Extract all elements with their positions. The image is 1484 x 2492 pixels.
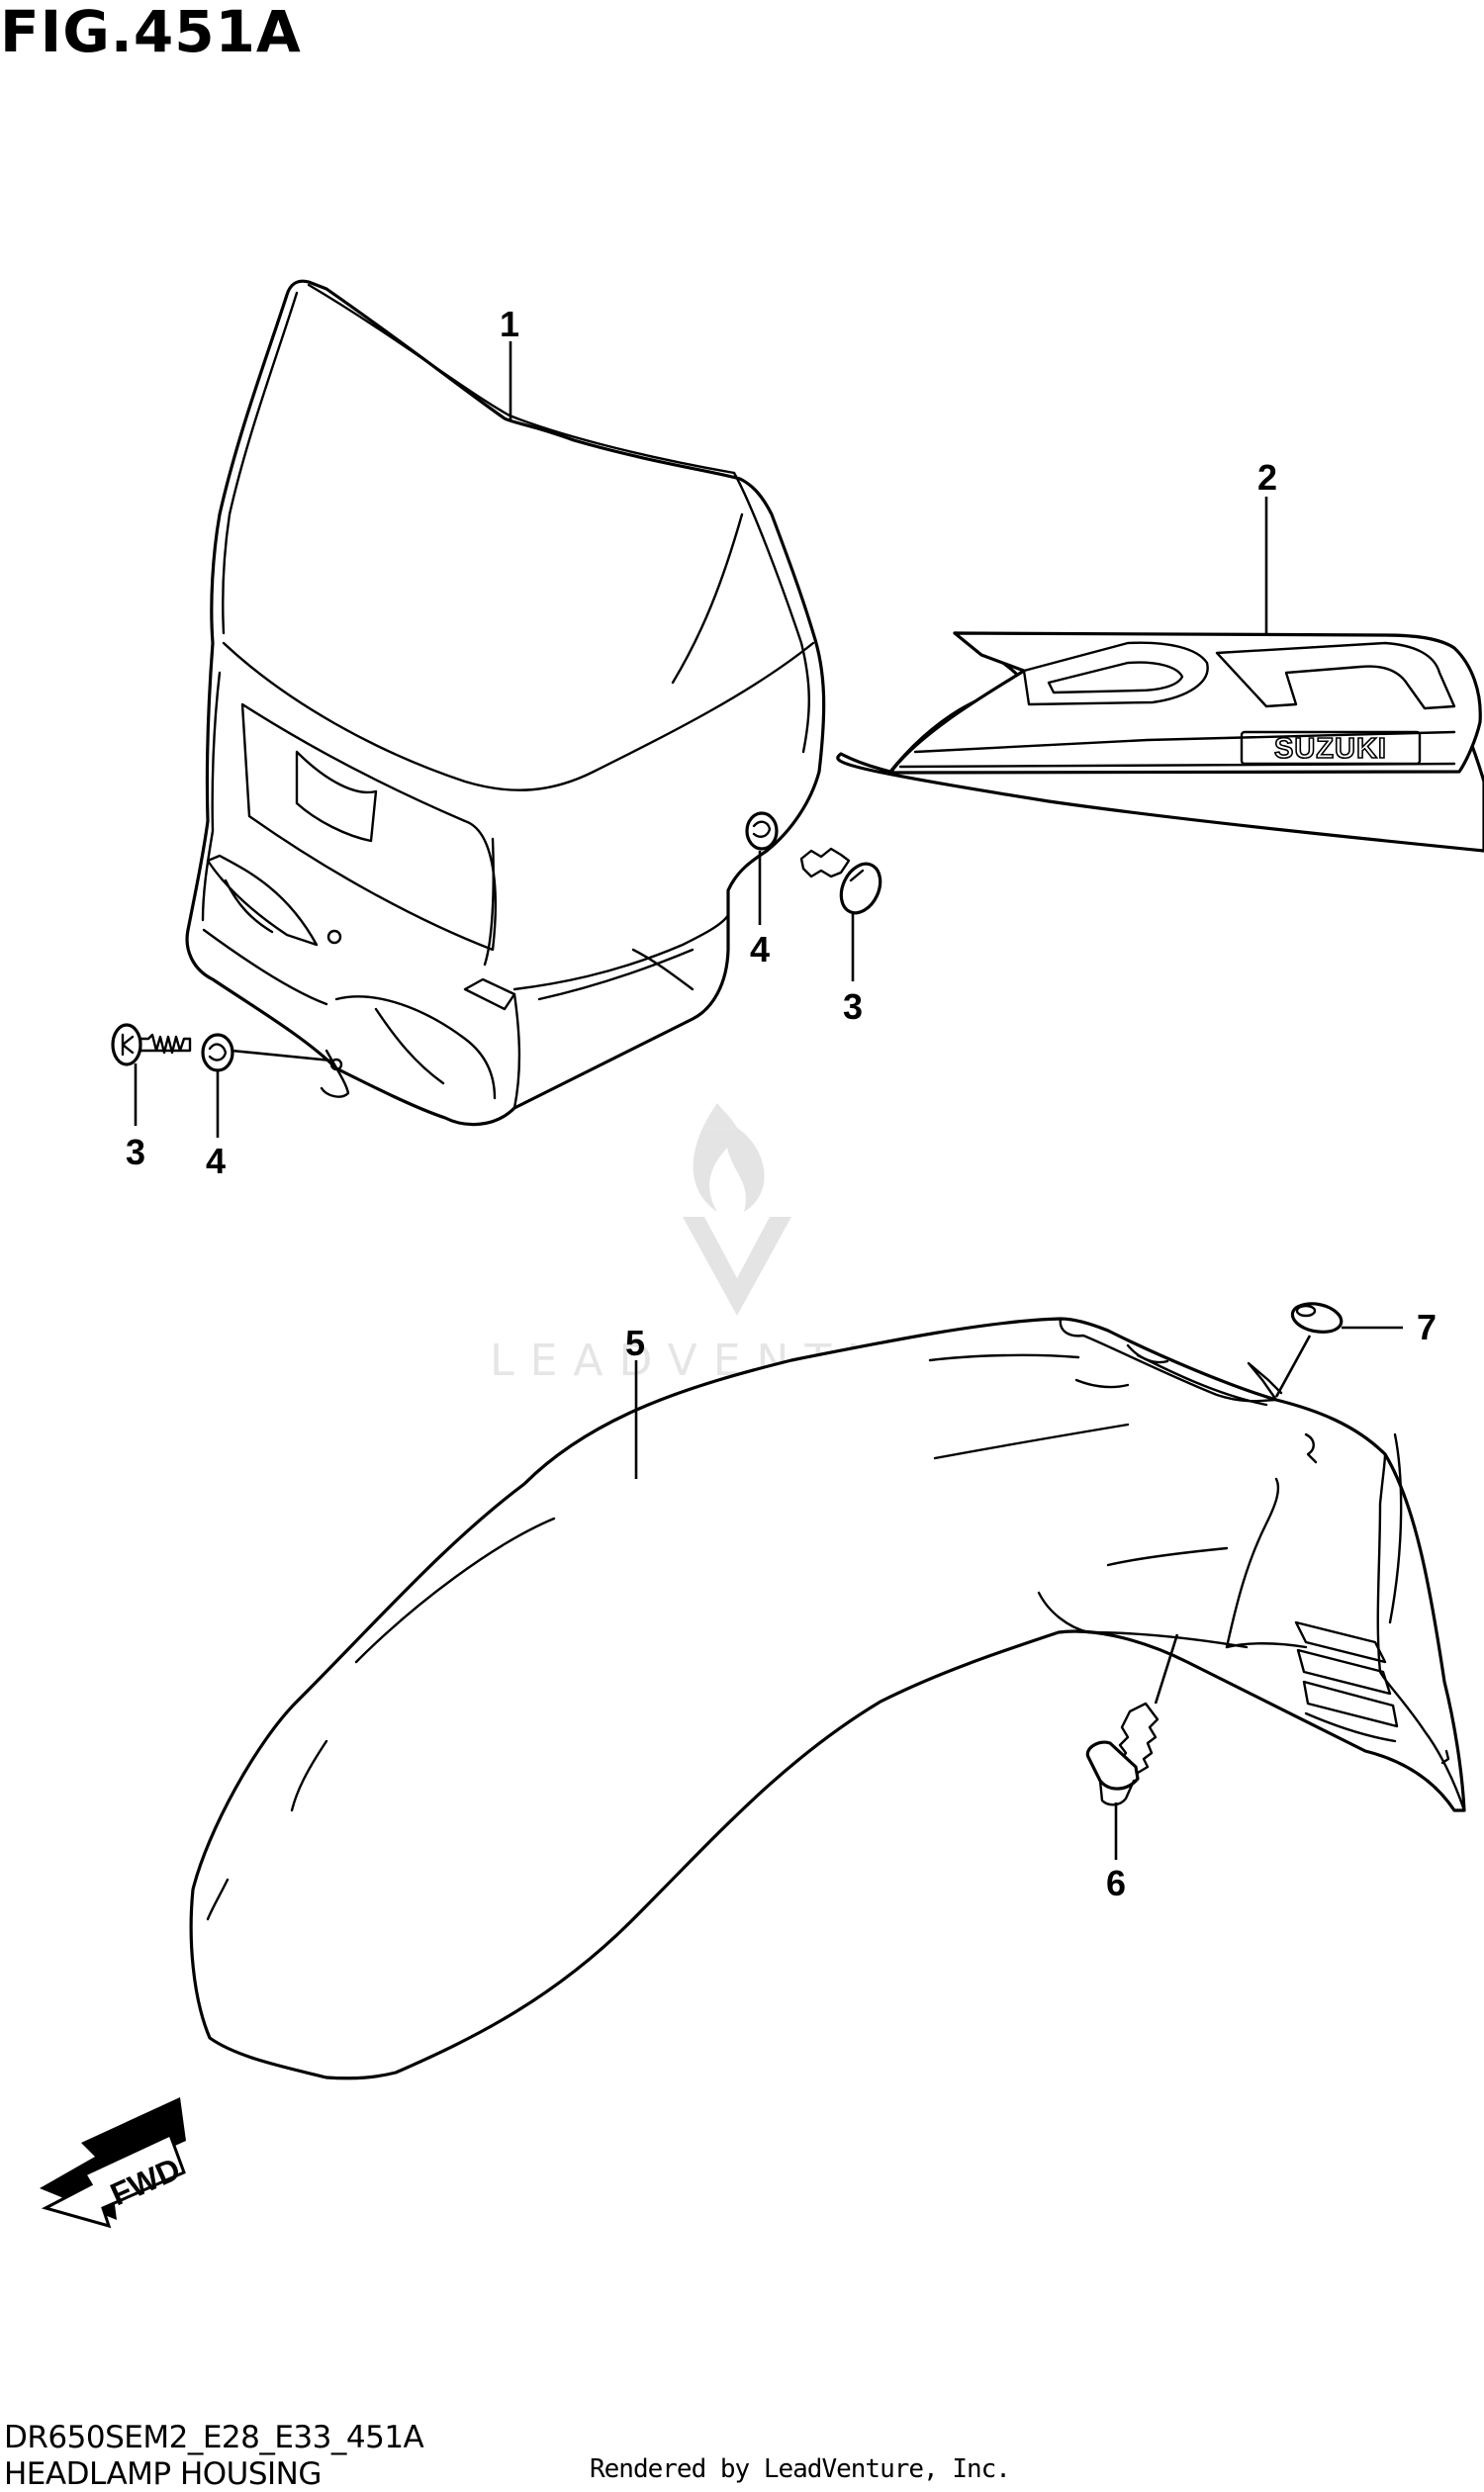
callout-3-right: 3 — [843, 986, 863, 1027]
callout-2: 2 — [1257, 457, 1277, 498]
callout-7: 7 — [1417, 1307, 1437, 1347]
grommet-right — [745, 811, 779, 851]
diagram-name: HEADLAMP HOUSING — [4, 2456, 322, 2492]
callout-4-left: 4 — [206, 1141, 226, 1181]
fender-grommet — [1290, 1302, 1344, 1334]
screw-right — [799, 847, 882, 915]
callout-1: 1 — [500, 304, 519, 344]
callout-5: 5 — [625, 1323, 645, 1363]
drawing-code: DR650SEM2_E28_E33_451A — [4, 2420, 424, 2455]
screw-left — [111, 1023, 192, 1066]
leader-lines — [134, 341, 1403, 1860]
callout-4-right: 4 — [750, 929, 770, 969]
callout-3-left: 3 — [126, 1132, 145, 1172]
dr-decal: SUZUKI — [836, 631, 1484, 853]
forward-arrow-icon: FWD — [40, 2097, 186, 2229]
callouts: 1 2 3 4 3 4 5 6 7 — [126, 304, 1437, 1903]
figure-title: FIG.451A — [0, 0, 302, 65]
flange-bolt — [1085, 1702, 1159, 1806]
front-fender — [189, 1317, 1466, 2080]
grommet-left — [201, 1033, 234, 1072]
headlamp-housing — [185, 279, 826, 1127]
render-credit: Rendered by LeadVenture, Inc. — [590, 2454, 1011, 2484]
flame-v-logo-icon — [683, 1103, 791, 1316]
callout-6: 6 — [1106, 1863, 1126, 1903]
suzuki-emblem-text: SUZUKI — [1274, 733, 1387, 765]
